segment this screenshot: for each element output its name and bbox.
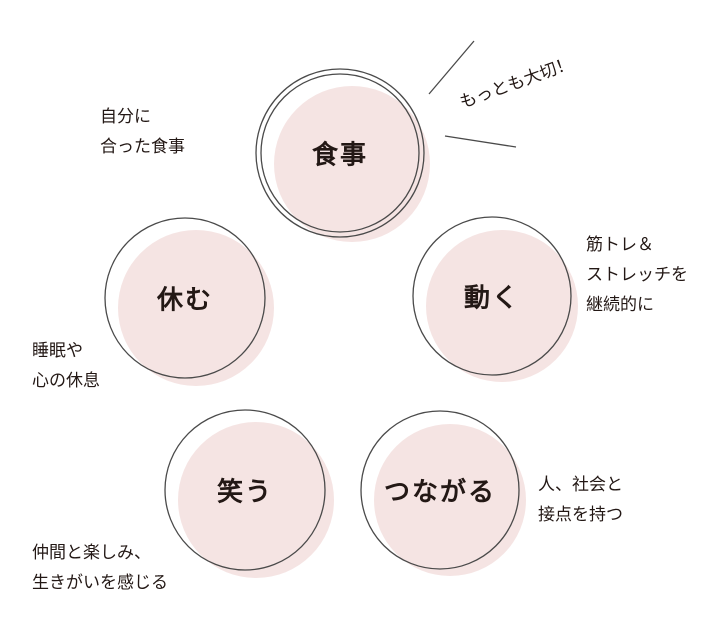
circle-ring-meal-inner	[260, 73, 420, 233]
note-line: 継続的に	[586, 295, 654, 315]
circle-ring-rest	[104, 217, 266, 379]
circle-label-meal: 食事	[311, 140, 369, 171]
note-line: 生きがいを感じる	[32, 573, 168, 593]
note-connect: 人、社会と 接点を持つ	[538, 470, 623, 530]
note-meal: 自分に 合った食事	[100, 102, 185, 162]
circle-label-rest: 休む	[156, 285, 214, 316]
circle-ring-move	[412, 216, 572, 376]
circle-label-connect: つながる	[383, 477, 497, 508]
note-line: 合った食事	[100, 137, 185, 157]
note-line: 筋トレ＆	[586, 235, 654, 255]
emphasis-line-upper	[428, 40, 475, 95]
circle-ring-meal-outer	[255, 68, 425, 238]
circle-label-laugh: 笑う	[216, 477, 274, 508]
note-line: 自分に	[100, 107, 151, 127]
circle-ring-connect	[360, 410, 520, 570]
circle-fill-meal	[274, 86, 430, 242]
note-line: 睡眠や	[32, 341, 83, 361]
circle-fill-connect	[374, 424, 526, 576]
note-line: ストレッチを	[586, 265, 688, 285]
note-rest: 睡眠や 心の休息	[32, 336, 100, 396]
circle-fill-laugh	[178, 422, 334, 578]
circle-ring-laugh	[164, 409, 326, 571]
circle-fill-move	[426, 230, 578, 382]
note-line: 接点を持つ	[538, 505, 623, 525]
note-line: 心の休息	[32, 371, 100, 391]
emphasis-line-lower	[444, 135, 517, 148]
note-laugh: 仲間と楽しみ、 生きがいを感じる	[32, 538, 168, 598]
note-move: 筋トレ＆ ストレッチを 継続的に	[586, 230, 688, 320]
circle-label-move: 動く	[463, 283, 521, 314]
circle-fill-rest	[118, 230, 274, 386]
note-line: 仲間と楽しみ、	[32, 543, 151, 563]
note-line: 人、社会と	[538, 475, 623, 495]
